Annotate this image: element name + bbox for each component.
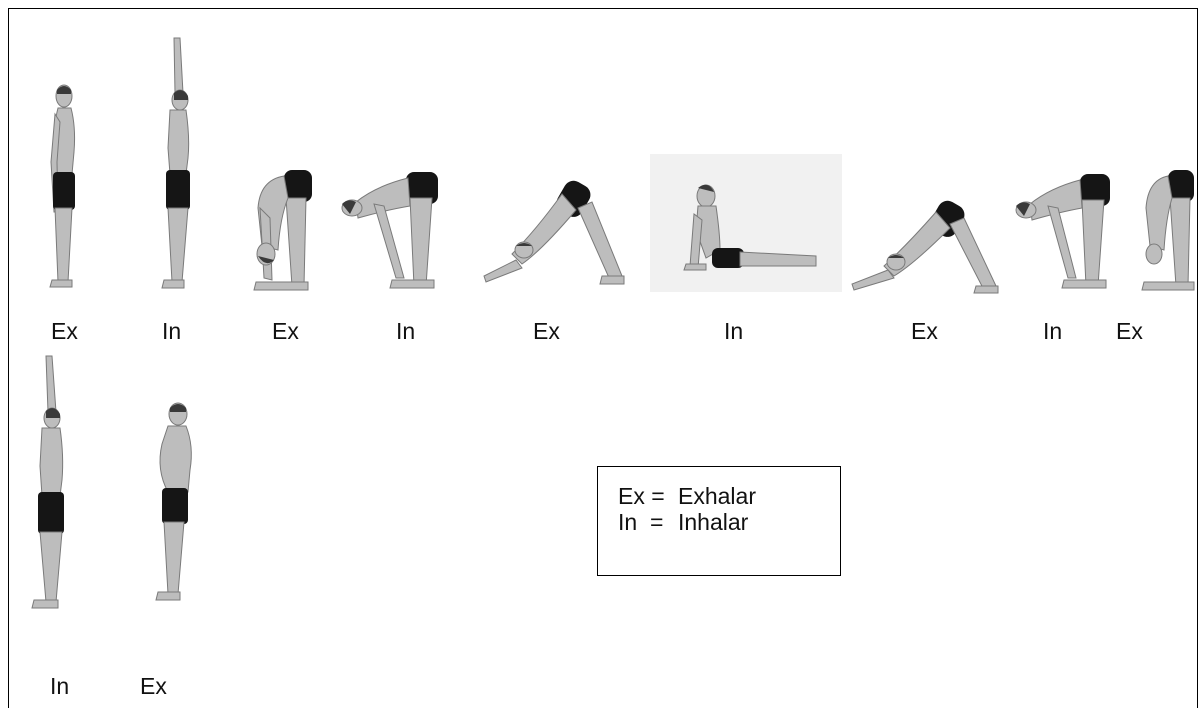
breath-label-10: In bbox=[50, 675, 69, 698]
pose-figure-4 bbox=[336, 168, 442, 293]
breath-label-5: Ex bbox=[533, 320, 560, 343]
pose-figure-10 bbox=[26, 356, 78, 612]
legend-box: Ex =Exhalar In =Inhalar bbox=[597, 466, 841, 576]
pose-figure-3 bbox=[246, 168, 316, 293]
breath-label-2: In bbox=[162, 320, 181, 343]
breath-label-8: In bbox=[1043, 320, 1062, 343]
pose-figure-6 bbox=[650, 154, 842, 292]
breath-label-3: Ex bbox=[272, 320, 299, 343]
pose-figure-1 bbox=[38, 82, 88, 292]
breath-label-4: In bbox=[396, 320, 415, 343]
breath-label-9: Ex bbox=[1116, 320, 1143, 343]
pose-figure-5 bbox=[482, 180, 626, 286]
pose-figure-9 bbox=[1140, 168, 1198, 293]
legend-key-ex: Ex = bbox=[618, 483, 678, 509]
breath-label-6: In bbox=[724, 320, 743, 343]
breath-label-11: Ex bbox=[140, 675, 167, 698]
pose-figure-8 bbox=[1010, 170, 1114, 294]
legend-key-in: In = bbox=[618, 509, 678, 535]
legend-meaning-ex: Exhalar bbox=[678, 483, 756, 509]
legend-row-exhale: Ex =Exhalar bbox=[618, 483, 756, 509]
pose-figure-2 bbox=[152, 38, 204, 292]
legend-meaning-in: Inhalar bbox=[678, 509, 748, 535]
pose-figure-7 bbox=[850, 198, 1000, 294]
pose-figure-11 bbox=[148, 400, 200, 604]
breath-label-7: Ex bbox=[911, 320, 938, 343]
legend-row-inhale: In =Inhalar bbox=[618, 509, 748, 535]
breath-label-1: Ex bbox=[51, 320, 78, 343]
